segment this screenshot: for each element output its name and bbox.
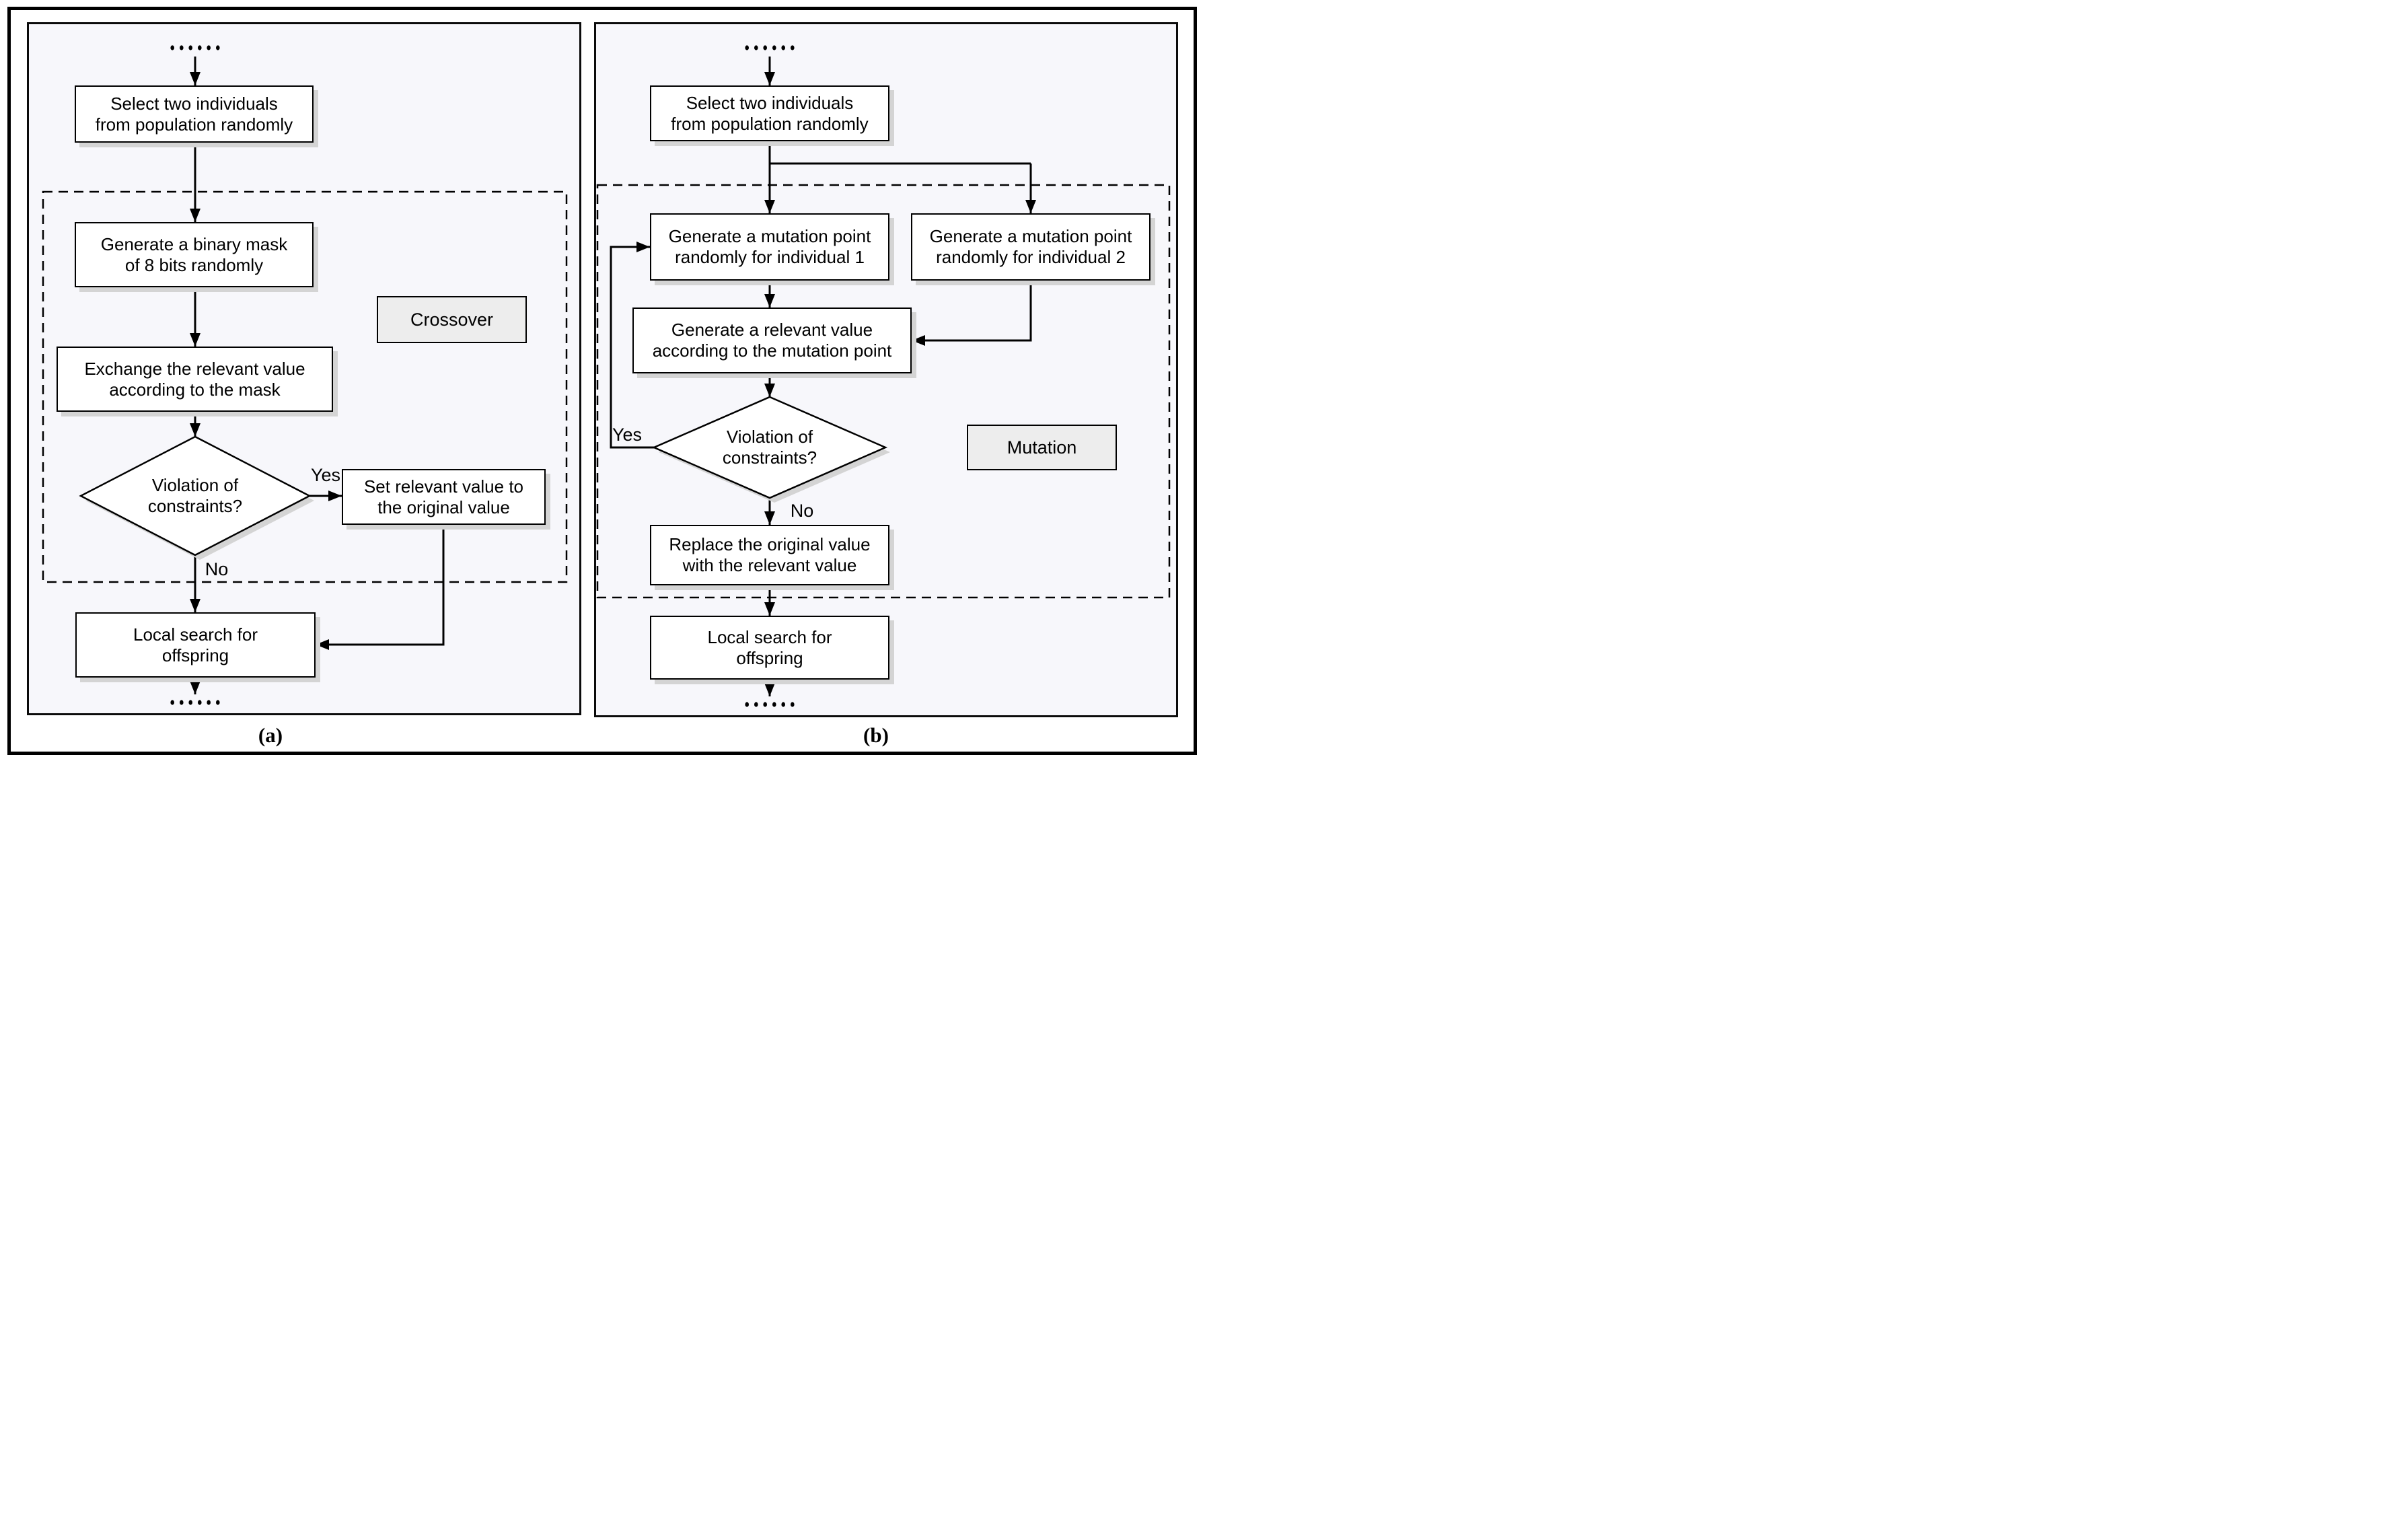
edge-label-yes-a: Yes — [310, 464, 341, 485]
edge-label-yes-b: Yes — [612, 424, 643, 445]
arrow-mutation2-to-relevant-b — [912, 281, 1032, 346]
arrow-set-to-local-a — [316, 525, 445, 650]
node-mutation-point-2-b: Generate a mutation point randomly for i… — [911, 213, 1151, 281]
region-label-mutation: Mutation — [967, 425, 1117, 470]
node-select-individuals-b: Select two individuals from population r… — [650, 85, 889, 141]
decision-violation-b — [651, 396, 888, 499]
decision-violation-a — [79, 435, 312, 556]
caption-a: (a) — [258, 723, 283, 747]
crossover-region-boundary — [42, 190, 568, 583]
node-mutation-point-1-b: Generate a mutation point randomly for i… — [650, 213, 889, 281]
edge-label-no-a: No — [205, 558, 229, 579]
figure-border — [7, 7, 1197, 755]
decision-violation-text-a: Violation of constraints? — [147, 475, 243, 516]
continuation-dots-top-a — [170, 45, 220, 50]
node-local-search-a: Local search for offspring — [75, 612, 316, 678]
region-label-crossover: Crossover — [377, 296, 527, 343]
node-relevant-value-b: Generate a relevant value according to t… — [632, 307, 912, 373]
continuation-dots-bottom-b — [745, 702, 795, 707]
decision-violation-text-b: Violation of constraints? — [722, 427, 817, 468]
node-generate-mask-a: Generate a binary mask of 8 bits randoml… — [75, 222, 314, 287]
caption-b: (b) — [863, 723, 889, 747]
arrow-yes-loop-to-mutation1-b — [610, 242, 654, 449]
mutation-region-boundary — [596, 184, 1171, 599]
flowchart-figure: Select two individuals from population r… — [0, 0, 1204, 761]
edge-label-no-b: No — [790, 500, 814, 521]
continuation-dots-top-b — [745, 45, 795, 50]
continuation-dots-bottom-a — [170, 700, 220, 705]
node-set-original-a: Set relevant value to the original value — [342, 469, 546, 525]
node-replace-original-b: Replace the original value with the rele… — [650, 525, 889, 585]
node-local-search-b: Local search for offspring — [650, 616, 889, 680]
node-exchange-value-a: Exchange the relevant value according to… — [57, 347, 333, 412]
connector-layer — [42, 45, 1171, 707]
node-select-individuals-a: Select two individuals from population r… — [75, 85, 314, 143]
